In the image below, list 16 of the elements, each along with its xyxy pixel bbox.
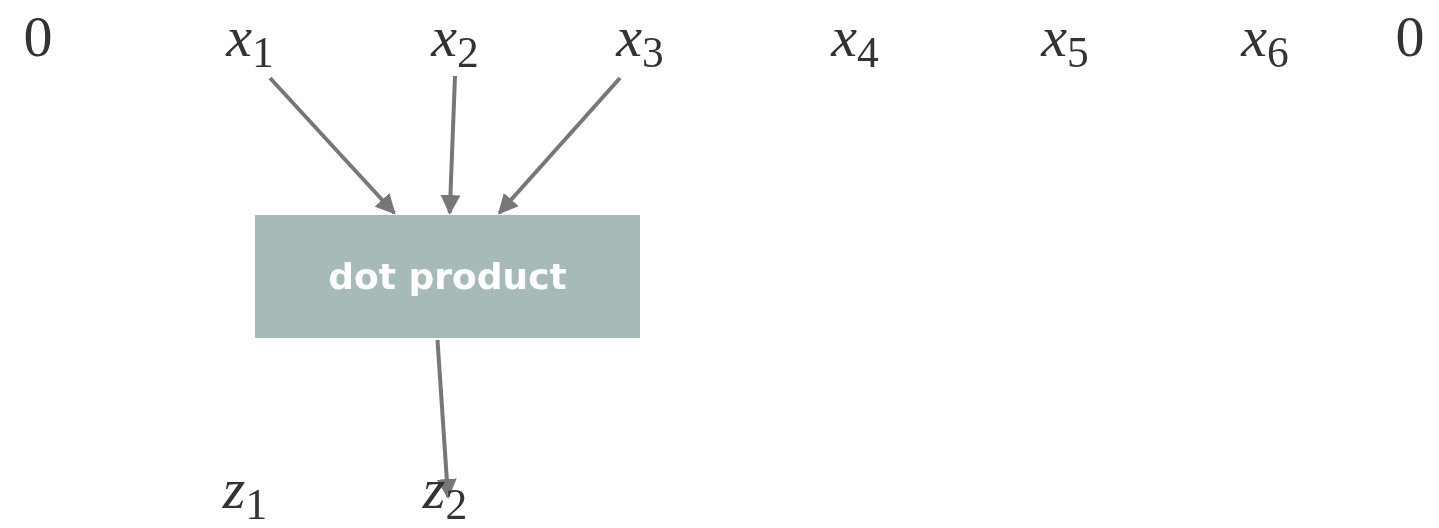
variable-label: 0 xyxy=(23,8,53,66)
variable-label: x$_{3}$ xyxy=(616,8,664,75)
variable-label: z$_{1}$ xyxy=(222,460,268,527)
variable-label: z$_{2}$ xyxy=(422,460,468,527)
arrow xyxy=(435,339,457,499)
variable-label: x$_{1}$ xyxy=(226,8,274,75)
box-label: dot product xyxy=(328,256,567,297)
variable-label: x$_{4}$ xyxy=(831,8,879,75)
variable-label: x$_{5}$ xyxy=(1041,8,1089,75)
arrow xyxy=(440,75,461,215)
arrow xyxy=(268,76,396,215)
arrow xyxy=(497,76,622,215)
variable-label: x$_{2}$ xyxy=(431,8,479,75)
variable-label: 0 xyxy=(1395,8,1425,66)
variable-label: x$_{6}$ xyxy=(1241,8,1289,75)
process-box xyxy=(255,215,640,338)
